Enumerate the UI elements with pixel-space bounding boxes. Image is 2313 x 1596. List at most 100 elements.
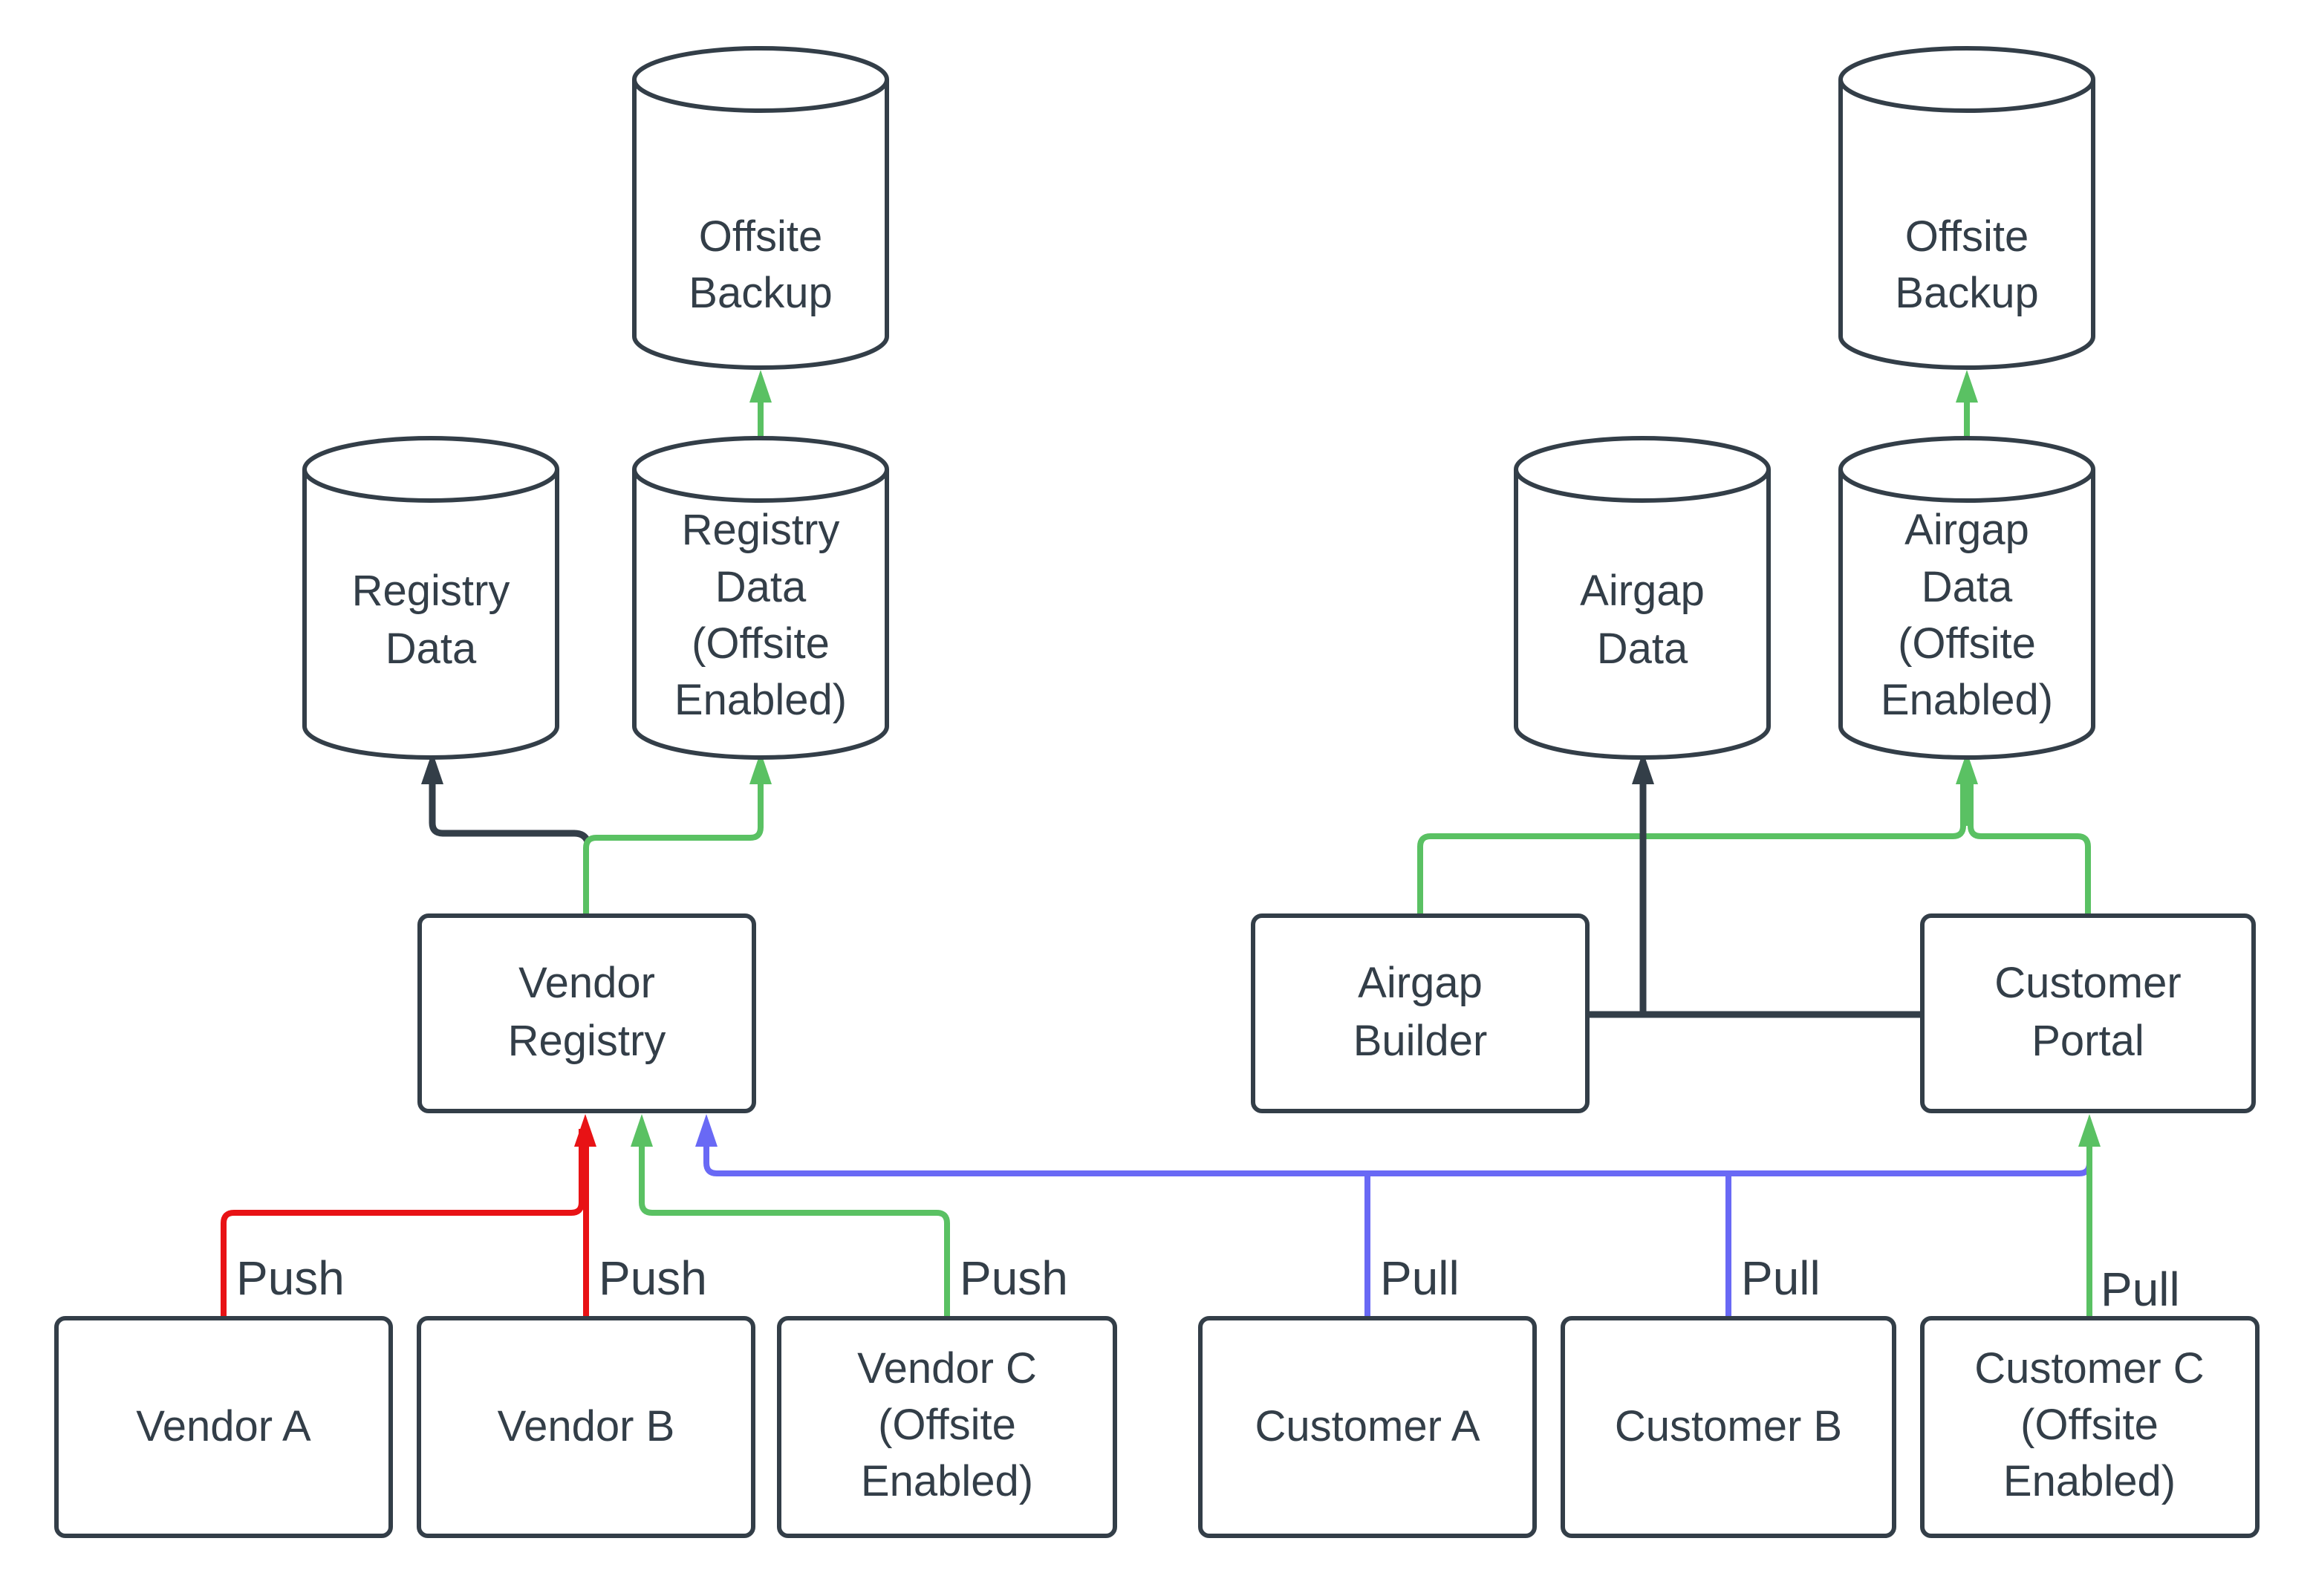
node-label: Customer xyxy=(1994,959,2181,1007)
node-customer-a: Customer A xyxy=(1198,1316,1537,1538)
node-offsite-backup-left: Offsite Backup xyxy=(632,46,889,370)
node-label: Vendor B xyxy=(498,1402,675,1450)
edge-to-airgap-data xyxy=(1587,752,1922,1018)
node-label: Data xyxy=(386,625,477,673)
box-vendor-b xyxy=(417,1316,755,1538)
edge-registry-data-offsite-line xyxy=(583,783,764,916)
edge-push-vendor-c-arrowhead xyxy=(631,1114,653,1147)
edge-airgap-data-offsite-to-offsite-backup xyxy=(1956,370,1978,437)
node-label: Customer B xyxy=(1615,1402,1842,1450)
cylinder-registry-data-top xyxy=(302,436,559,503)
cylinder-offsite-backup-right-top xyxy=(1838,46,2095,113)
edge-pull-customer-c-arrowhead xyxy=(2078,1114,2101,1147)
node-vendor-b: Vendor B xyxy=(417,1316,755,1538)
node-label: Backup xyxy=(689,269,832,317)
cylinder-airgap-data-top xyxy=(1514,436,1771,503)
node-label: Offsite xyxy=(1905,212,2029,261)
node-label: Data xyxy=(1922,563,2013,611)
node-label: Enabled) xyxy=(861,1457,1033,1505)
box-vendor-c xyxy=(777,1316,1117,1538)
node-label: Offsite xyxy=(699,212,823,261)
edge-label-push-vendor-c: Push xyxy=(960,1251,1068,1305)
edge-vendor-registry-to-registry-data xyxy=(421,752,591,843)
edge-to-airgap-data-offsite xyxy=(1417,752,2091,916)
node-airgap-data-offsite: Airgap Data (Offsite Enabled) xyxy=(1838,436,2095,760)
edge-offsite-backup-left-arrowhead xyxy=(749,370,772,403)
node-label: Data xyxy=(1597,625,1688,673)
node-label: Airgap xyxy=(1358,959,1483,1007)
edge-label-pull-customer-b: Pull xyxy=(1741,1251,1821,1305)
edge-offsite-backup-right-arrowhead xyxy=(1956,370,1978,403)
node-label: Customer C xyxy=(1974,1344,2204,1393)
node-label: Enabled) xyxy=(1881,676,2053,724)
edge-customer-c-pull-customer-portal xyxy=(2078,1114,2101,1318)
node-label: Backup xyxy=(1895,269,2038,317)
node-label: Vendor A xyxy=(136,1402,311,1450)
node-label: Vendor C xyxy=(857,1344,1037,1393)
edge-vendor-registry-to-registry-data-offsite xyxy=(583,752,772,916)
node-label: Registry xyxy=(508,1017,666,1065)
node-label: Vendor xyxy=(518,959,655,1007)
cylinder-registry-data-offsite-body xyxy=(632,469,889,760)
node-label: Enabled) xyxy=(2003,1457,2176,1505)
edge-pull-arrowhead xyxy=(695,1114,718,1147)
box-customer-portal xyxy=(1920,913,2256,1113)
cylinder-offsite-backup-left-top xyxy=(632,46,889,113)
node-airgap-data: Airgap Data xyxy=(1514,436,1771,760)
node-label: Builder xyxy=(1353,1017,1488,1065)
edge-registry-data-offsite-arrowhead xyxy=(749,752,772,784)
edge-registry-data-offsite-to-offsite-backup xyxy=(749,370,772,437)
edge-registry-data-arrowhead xyxy=(421,752,443,784)
node-label: Portal xyxy=(2031,1017,2144,1065)
node-customer-b: Customer B xyxy=(1561,1316,1896,1538)
node-label: Registry xyxy=(352,567,510,615)
edge-label-push-vendor-b: Push xyxy=(599,1251,707,1305)
box-airgap-builder xyxy=(1251,913,1590,1113)
edge-vendor-c-push-vendor-registry xyxy=(631,1114,950,1318)
node-registry-data-offsite: Registry Data (Offsite Enabled) xyxy=(632,436,889,760)
cylinder-airgap-data-offsite-top xyxy=(1838,436,2095,503)
edge-label-push-vendor-a: Push xyxy=(236,1251,345,1305)
edge-airgap-builder-offsite-line xyxy=(1417,784,1966,916)
box-customer-b xyxy=(1561,1316,1896,1538)
edge-label-pull-customer-a: Pull xyxy=(1380,1251,1460,1305)
node-customer-portal: Customer Portal xyxy=(1920,913,2256,1113)
node-label: (Offsite xyxy=(692,619,830,668)
node-customer-c: Customer C (Offsite Enabled) xyxy=(1920,1316,2260,1538)
node-label: Airgap xyxy=(1904,506,2029,554)
edge-airgap-data-offsite-arrowhead xyxy=(1956,752,1978,784)
node-label: Enabled) xyxy=(674,676,847,724)
cylinder-offsite-backup-left-body xyxy=(632,79,889,370)
node-vendor-c: Vendor C (Offsite Enabled) xyxy=(777,1316,1117,1538)
edge-vendors-push-vendor-registry xyxy=(221,1114,596,1318)
box-customer-a xyxy=(1198,1316,1537,1538)
node-vendor-a: Vendor A xyxy=(54,1316,393,1538)
edge-airgap-data-arrowhead xyxy=(1632,752,1654,784)
edge-customer-portal-offsite-line xyxy=(1968,784,2091,916)
cylinder-airgap-data-body xyxy=(1514,469,1771,760)
edge-push-vendor-c-line xyxy=(639,1144,950,1318)
edge-push-vendor-a-line xyxy=(221,1129,585,1318)
node-label: Airgap xyxy=(1580,567,1705,615)
cylinder-registry-data-body xyxy=(302,469,559,760)
cylinder-offsite-backup-right-body xyxy=(1838,79,2095,370)
node-label: (Offsite xyxy=(2020,1401,2159,1449)
node-label: Registry xyxy=(682,506,840,554)
node-vendor-registry: Vendor Registry xyxy=(417,913,756,1113)
node-label: (Offsite xyxy=(1898,619,2036,668)
node-offsite-backup-right: Offsite Backup xyxy=(1838,46,2095,370)
edge-label-pull-customer-c: Pull xyxy=(2101,1263,2180,1316)
edge-pull-trunk-line xyxy=(703,1144,2092,1176)
cylinder-registry-data-offsite-top xyxy=(632,436,889,503)
node-label: Customer A xyxy=(1255,1402,1480,1450)
node-registry-data: Registry Data xyxy=(302,436,559,760)
box-vendor-a xyxy=(54,1316,393,1538)
box-vendor-registry xyxy=(417,913,756,1113)
edge-registry-data-line xyxy=(429,783,591,843)
edge-push-red-arrowhead xyxy=(574,1114,596,1147)
cylinder-airgap-data-offsite-body xyxy=(1838,469,2095,760)
node-label: Data xyxy=(715,563,807,611)
node-label: (Offsite xyxy=(878,1401,1016,1449)
